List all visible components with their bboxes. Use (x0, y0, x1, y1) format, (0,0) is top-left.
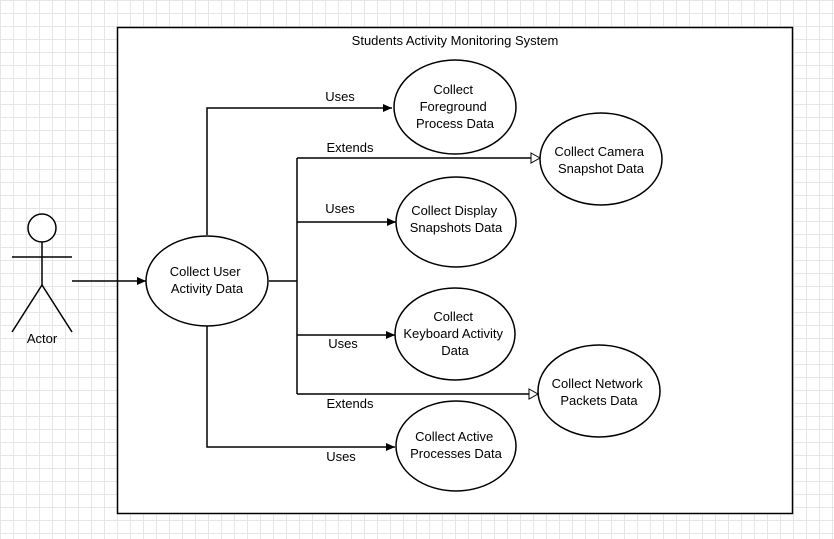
use-case-active (395, 400, 517, 492)
use-case-keyboard (394, 287, 516, 381)
use-case-camera-label: Collect Camera Snapshot Data (554, 144, 647, 176)
use-case-network (537, 344, 661, 438)
use-case-camera (539, 112, 663, 206)
connector-foreground (206, 104, 392, 235)
relation-label-display: Uses (325, 201, 355, 216)
use-case-foreground-label: Collect Foreground Process Data (416, 82, 495, 131)
relation-label-foreground: Uses (325, 89, 355, 104)
use-case-keyboard-label: Collect Keyboard Activity Data (403, 309, 506, 358)
use-case-display-label: Collect Display Snapshots Data (410, 203, 503, 235)
use-case-main-label: Collect User Activity Data (170, 264, 244, 296)
use-case-display (395, 176, 517, 268)
actor-label: Actor (27, 331, 58, 346)
connector-active (206, 326, 395, 451)
actor-figure (11, 213, 73, 333)
use-case-main (145, 235, 269, 327)
relation-label-camera: Extends (327, 140, 374, 155)
use-case-foreground (393, 59, 517, 155)
use-case-active-label: Collect Active Processes Data (410, 429, 503, 461)
relation-label-keyboard: Uses (328, 336, 358, 351)
use-case-network-label: Collect Network Packets Data (552, 376, 647, 408)
relation-label-network: Extends (327, 396, 374, 411)
relation-label-active: Uses (326, 449, 356, 464)
system-title: Students Activity Monitoring System (352, 33, 559, 48)
